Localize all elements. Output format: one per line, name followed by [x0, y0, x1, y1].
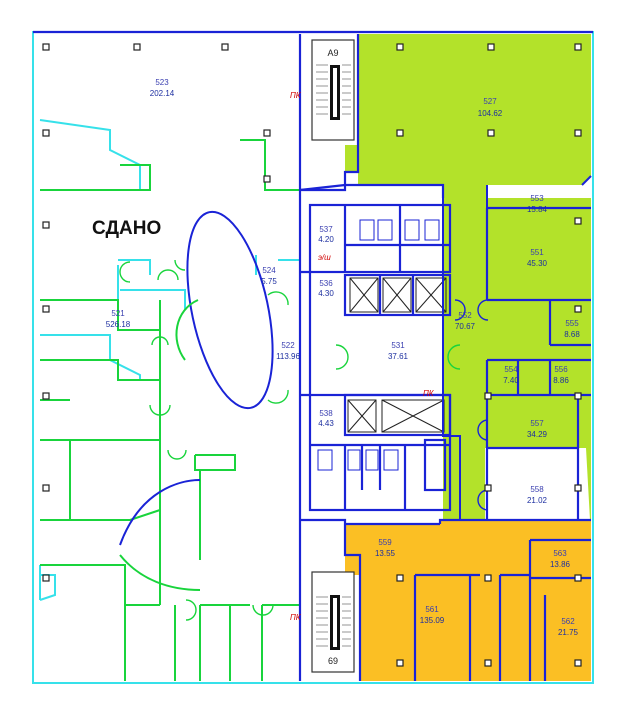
room-number: 537 [319, 225, 333, 234]
room-area: 104.62 [478, 109, 503, 118]
room-number: 552 [458, 311, 472, 320]
blue-walls [33, 30, 593, 681]
room-number: 556 [554, 365, 568, 374]
room-area: 21.02 [527, 496, 548, 505]
room-area: 21.75 [558, 628, 579, 637]
room-area: 4.30 [318, 289, 334, 298]
stair-south-label: 69 [328, 656, 338, 666]
room-area: 13.55 [375, 549, 396, 558]
room-area: 37.61 [388, 352, 409, 361]
room-number: 561 [425, 605, 439, 614]
room-number: 536 [319, 279, 333, 288]
room-area: 113.96 [276, 352, 300, 361]
room-number: 538 [319, 409, 333, 418]
room-area: 202.14 [150, 89, 175, 98]
room-number: 522 [281, 341, 295, 350]
room-area: 4.43 [318, 419, 334, 428]
room-number: 559 [378, 538, 392, 547]
sold-label: СДАНО [92, 218, 161, 239]
room-number: 523 [155, 78, 169, 87]
green-walls [40, 139, 300, 681]
room-area: 8.86 [553, 376, 569, 385]
wc-fixtures [317, 219, 440, 471]
room-number: 558 [530, 485, 544, 494]
room-number: 521 [111, 309, 125, 318]
stair-south: 69 [311, 571, 355, 673]
wc-label: э/ш [318, 253, 331, 262]
room-area: 15.84 [527, 205, 548, 214]
room-area: 7.40 [503, 376, 519, 385]
room-number: 531 [391, 341, 405, 350]
room-number: 555 [565, 319, 579, 328]
atrium [119, 210, 274, 591]
room-number: 553 [530, 194, 544, 203]
room-area: 45.30 [527, 259, 548, 268]
fire-mark: ПК [290, 613, 302, 622]
fire-mark: ПК [290, 91, 302, 100]
room-number: 527 [483, 97, 497, 106]
green-zone [345, 34, 591, 520]
room-area: 8.68 [564, 330, 580, 339]
room-number: 554 [504, 365, 518, 374]
room-labels: 523 202.14 521 526.18 524 5.75 522 113.9… [106, 78, 581, 637]
room-number: 562 [561, 617, 575, 626]
room-number: 524 [262, 266, 276, 275]
fire-mark: ПК [423, 389, 435, 398]
room-area: 70.67 [455, 322, 476, 331]
room-number: 557 [530, 419, 544, 428]
green-zone-edges [442, 175, 592, 520]
room-area: 135.09 [420, 616, 445, 625]
elevator-shafts [347, 277, 447, 433]
room-area: 34.29 [527, 430, 548, 439]
stair-north: А9 [311, 39, 355, 141]
room-area: 4.20 [318, 235, 334, 244]
room-number: 563 [553, 549, 567, 558]
columns [42, 43, 582, 667]
room-area: 526.18 [106, 320, 131, 329]
stair-north-label: А9 [327, 48, 338, 58]
door-arcs [119, 259, 461, 621]
room-number: 551 [530, 248, 544, 257]
room-area: 5.75 [261, 277, 277, 286]
room-area: 13.86 [550, 560, 571, 569]
